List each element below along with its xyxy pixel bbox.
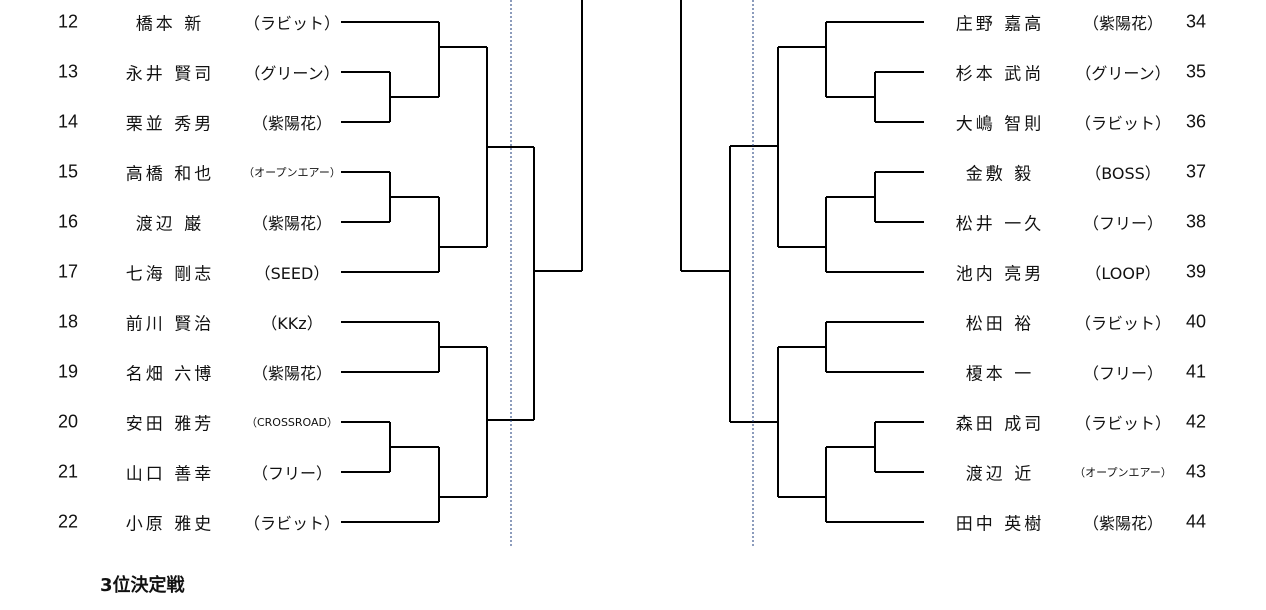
- player-team: （ラビット）: [1074, 414, 1172, 433]
- player-team: （グリーン）: [244, 64, 340, 83]
- player-team: （SEED）: [254, 264, 330, 283]
- player-number: 17: [57, 261, 79, 282]
- player-number: 18: [57, 311, 79, 332]
- player-team: （ラビット）: [1074, 114, 1172, 133]
- player-name: 前川 賢治: [125, 314, 215, 335]
- player-team: （紫陽花）: [251, 364, 333, 383]
- player-name: 七海 剛志: [125, 264, 215, 285]
- player-number: 15: [57, 161, 79, 182]
- player-name: 榎本 一: [965, 364, 1035, 385]
- player-number: 40: [1185, 311, 1207, 332]
- left-bracket: [341, 0, 583, 523]
- player-number: 39: [1185, 261, 1207, 282]
- player-number: 43: [1185, 461, 1207, 482]
- player-name: 安田 雅芳: [125, 414, 215, 435]
- player-team: （オープンエアー）: [1074, 466, 1172, 479]
- player-name: 田中 英樹: [955, 514, 1045, 535]
- player-team: （LOOP）: [1085, 264, 1161, 283]
- player-number: 16: [57, 211, 79, 232]
- player-team: （BOSS）: [1085, 164, 1161, 183]
- player-name: 池内 亮男: [955, 264, 1045, 285]
- player-number: 12: [57, 11, 79, 32]
- player-number: 14: [57, 111, 79, 132]
- player-number: 20: [57, 411, 79, 432]
- player-team: （紫陽花）: [251, 214, 333, 233]
- player-team: （KKz）: [261, 314, 323, 333]
- player-number: 34: [1185, 11, 1207, 32]
- player-team: （CROSSROAD）: [245, 416, 339, 429]
- player-name: 栗並 秀男: [125, 114, 215, 135]
- player-name: 永井 賢司: [125, 64, 215, 85]
- player-name: 橋本 新: [135, 14, 205, 35]
- player-number: 19: [57, 361, 79, 382]
- player-team: （紫陽花）: [1082, 514, 1164, 533]
- player-number: 38: [1185, 211, 1207, 232]
- player-name: 森田 成司: [955, 414, 1045, 435]
- player-team: （グリーン）: [1075, 64, 1171, 83]
- player-name: 金敷 毅: [965, 164, 1035, 185]
- player-team: （紫陽花）: [251, 114, 333, 133]
- player-name: 高橋 和也: [125, 164, 215, 185]
- player-team: （オープンエアー）: [243, 166, 341, 179]
- third-place-heading: 3位決定戦: [100, 575, 185, 596]
- player-team: （ラビット）: [243, 14, 341, 33]
- player-number: 44: [1185, 511, 1207, 532]
- player-team: （フリー）: [1082, 364, 1164, 383]
- player-number: 22: [57, 511, 79, 532]
- player-name: 渡辺 巌: [135, 214, 205, 235]
- player-name: 松田 裕: [965, 314, 1035, 335]
- player-name: 小原 雅史: [125, 514, 215, 535]
- player-team: （ラビット）: [243, 514, 341, 533]
- player-name: 名畑 六博: [125, 364, 215, 385]
- player-name: 杉本 武尚: [955, 64, 1045, 85]
- player-number: 35: [1185, 61, 1207, 82]
- player-name: 山口 善幸: [125, 464, 215, 485]
- player-team: （紫陽花）: [1082, 14, 1164, 33]
- player-name: 渡辺 近: [965, 464, 1035, 485]
- player-name: 大嶋 智則: [955, 114, 1045, 135]
- player-number: 42: [1185, 411, 1207, 432]
- player-team: （フリー）: [251, 464, 333, 483]
- player-number: 36: [1185, 111, 1207, 132]
- player-name: 松井 一久: [955, 214, 1045, 235]
- player-number: 37: [1185, 161, 1207, 182]
- player-number: 41: [1185, 361, 1207, 382]
- player-team: （フリー）: [1082, 214, 1164, 233]
- player-number: 21: [57, 461, 79, 482]
- player-number: 13: [57, 61, 79, 82]
- right-bracket: [680, 0, 924, 523]
- player-team: （ラビット）: [1074, 314, 1172, 333]
- player-name: 庄野 嘉高: [955, 14, 1045, 35]
